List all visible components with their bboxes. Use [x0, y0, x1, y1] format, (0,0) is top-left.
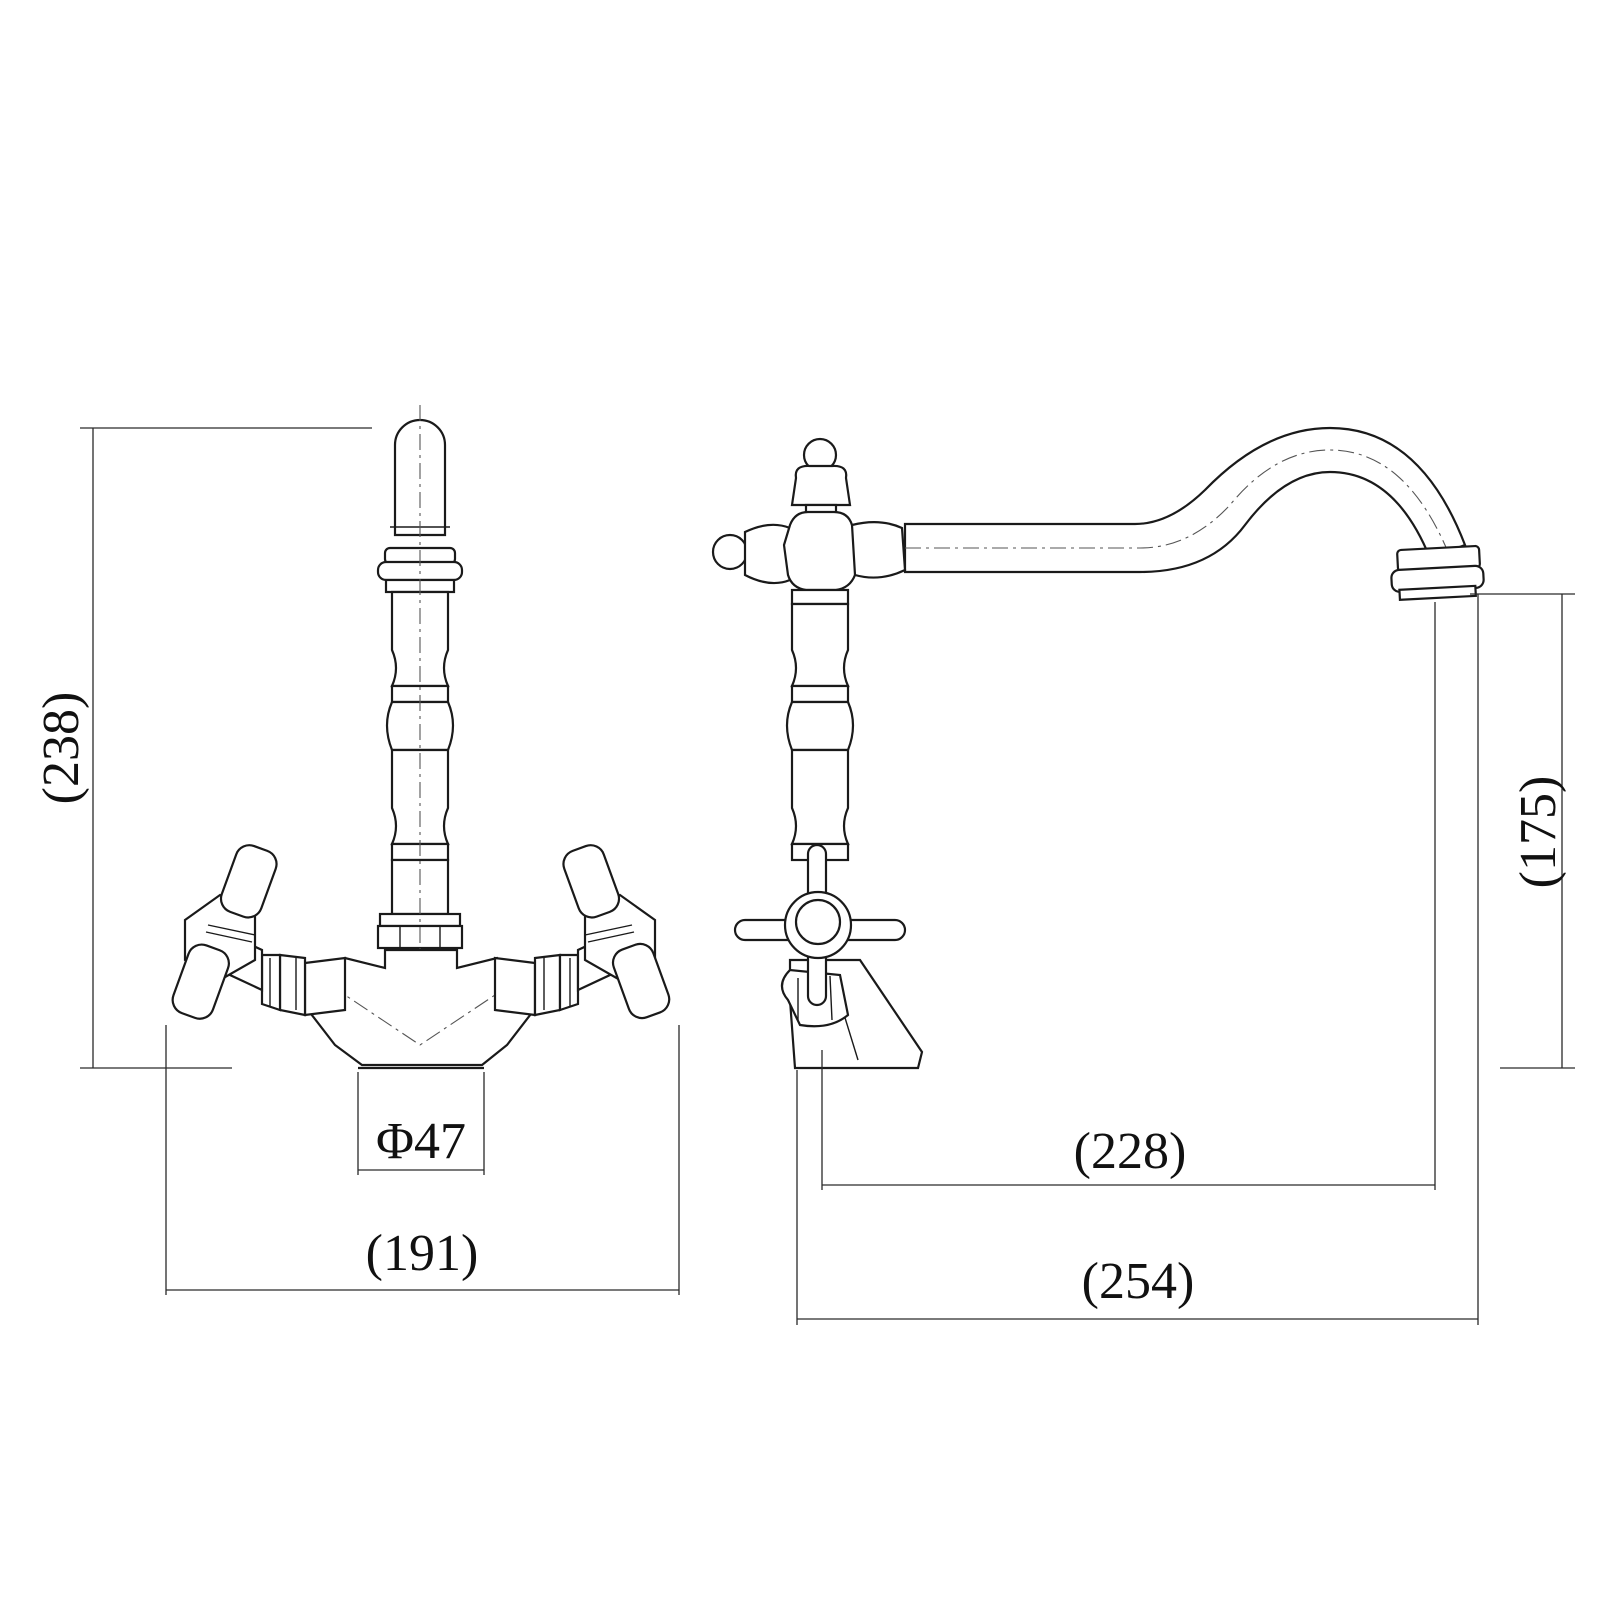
front-view — [171, 405, 671, 1070]
dim-width-191: (191) — [366, 1225, 479, 1282]
dim-depth-254: (254) — [1082, 1253, 1195, 1310]
dim-reach-228: (228) — [1074, 1123, 1187, 1180]
front-dimensions: (238) Φ47 (191) — [33, 427, 680, 1295]
side-cross-handle — [733, 843, 907, 1007]
dim-height-238: (238) — [33, 692, 90, 805]
dim-base-diameter: Φ47 — [376, 1113, 466, 1170]
side-view — [711, 426, 1485, 1070]
side-hub — [782, 510, 860, 592]
side-dimensions: (175) (228) (254) — [796, 593, 1575, 1325]
side-body-column — [785, 588, 855, 862]
side-spout — [903, 426, 1467, 574]
side-left-knob — [711, 523, 792, 585]
dim-height-175: (175) — [1510, 776, 1567, 889]
front-left-cross-handle — [171, 844, 278, 1020]
side-top-finial — [790, 437, 852, 515]
front-right-cross-handle — [562, 844, 671, 1020]
